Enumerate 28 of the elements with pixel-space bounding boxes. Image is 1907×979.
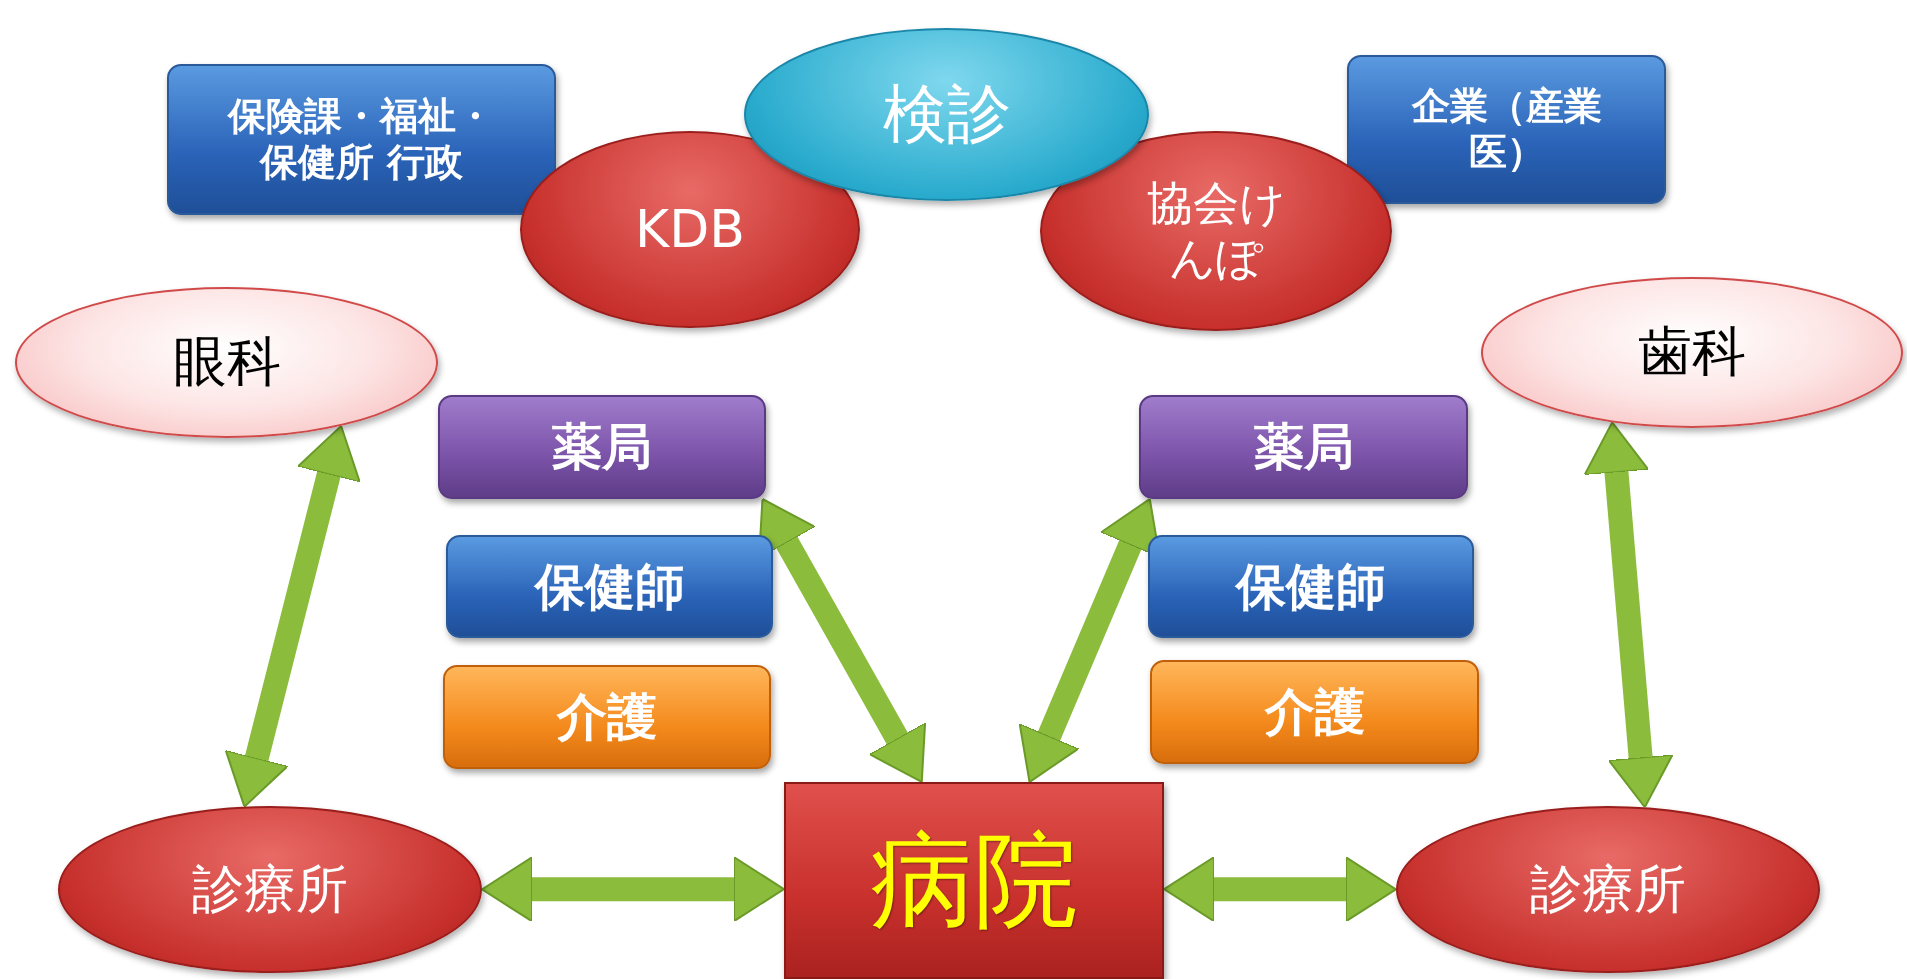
rounded-box <box>1148 535 1474 638</box>
rounded-box <box>1150 660 1479 764</box>
double-arrow <box>481 856 785 923</box>
node-label: 保健師 <box>1236 556 1386 617</box>
double-arrow <box>1163 856 1397 923</box>
node-label: 検診 <box>882 76 1011 153</box>
rounded-box <box>446 535 773 638</box>
rounded-box <box>443 665 771 769</box>
node-label: KDB <box>635 198 745 261</box>
node-label: 薬局 <box>552 417 652 477</box>
node-label: 診療所 <box>192 858 348 921</box>
rounded-box <box>1139 395 1468 499</box>
node-label: 保健師 <box>534 556 685 617</box>
node-label: 保険課・福祉・保健所 行政 <box>226 93 496 186</box>
rounded-box <box>438 395 766 499</box>
node-label: 眼科 <box>172 330 281 395</box>
double-arrow <box>1583 421 1674 809</box>
node-label: 診療所 <box>1530 858 1686 921</box>
node-label: 薬局 <box>1253 417 1354 477</box>
node-label: 企業（産業医） <box>1410 83 1603 176</box>
node-label: 介護 <box>557 687 657 747</box>
node-label: 歯科 <box>1638 320 1746 385</box>
rounded-box <box>1347 55 1666 204</box>
node-label: 病院 <box>870 818 1078 943</box>
rounded-box <box>167 64 556 215</box>
hospital-box <box>784 782 1164 979</box>
node-label: 協会けんぽ <box>1145 175 1287 287</box>
node-label: 介護 <box>1264 682 1365 742</box>
